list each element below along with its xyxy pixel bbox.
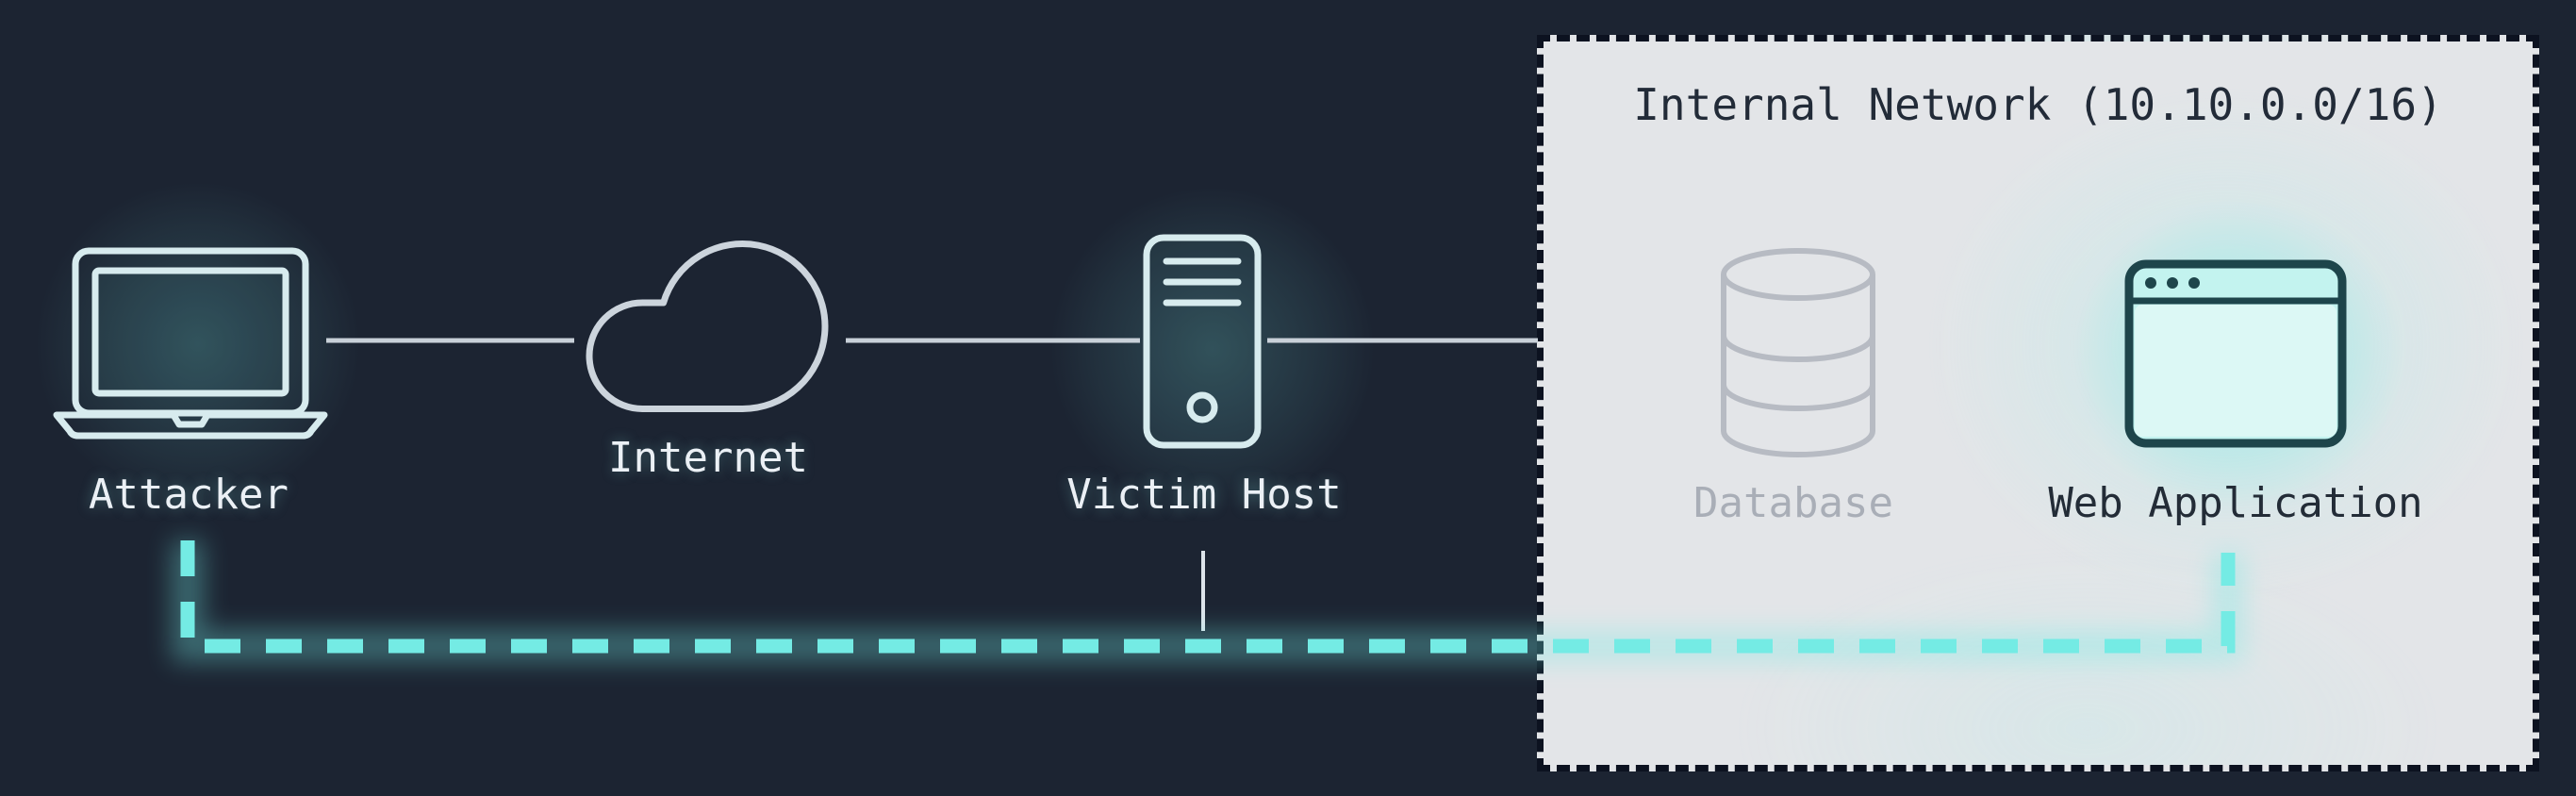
- database-label: Database: [1693, 479, 1893, 527]
- attacker-label: Attacker: [89, 471, 289, 519]
- database-icon: [1721, 248, 1875, 457]
- internal-network-panel: Internal Network (10.10.0.0/16) Database…: [1537, 35, 2539, 771]
- laptop-icon: [53, 247, 328, 439]
- browser-window-icon: [2124, 259, 2347, 448]
- cloud-icon: [586, 240, 829, 412]
- internal-network-title: Internal Network (10.10.0.0/16): [1633, 79, 2443, 130]
- web-application-label: Web Application: [2048, 479, 2423, 527]
- internet-label: Internet: [608, 434, 808, 482]
- server-icon: [1143, 234, 1262, 449]
- victim-host-label: Victim Host: [1066, 471, 1342, 519]
